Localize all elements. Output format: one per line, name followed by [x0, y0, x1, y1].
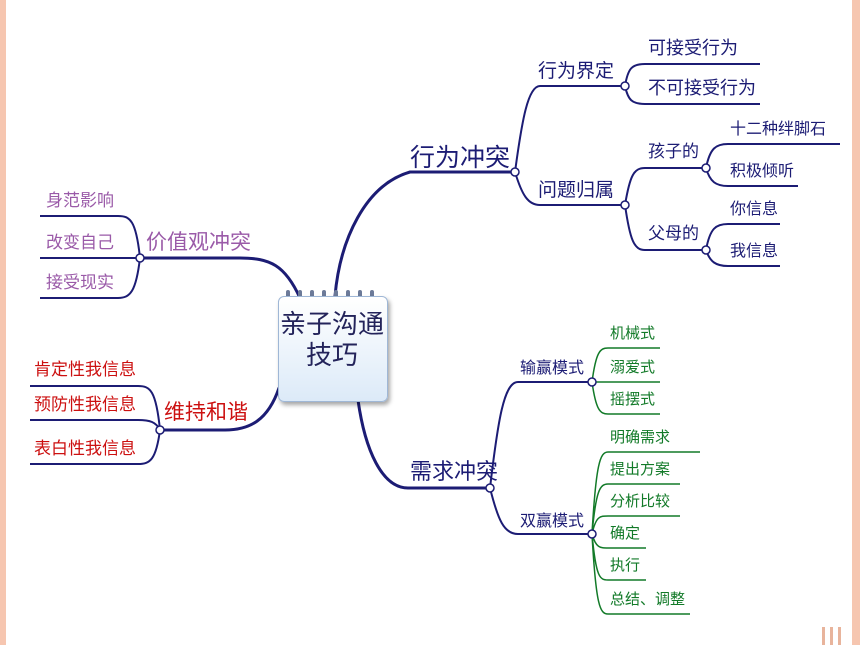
node-win-lose: 输赢模式	[520, 358, 585, 377]
leaf-affirmative-i-message: 肯定性我信息	[34, 360, 136, 380]
leaf-propose-solutions: 提出方案	[610, 460, 671, 478]
leaf-i-message: 我信息	[730, 241, 779, 260]
leaf-preventive-i-message: 预防性我信息	[34, 395, 136, 415]
leaf-you-message: 你信息	[730, 199, 779, 218]
leaf-mechanical: 机械式	[610, 324, 656, 342]
node-parent-owned: 父母的	[648, 224, 699, 244]
central-topic: 亲子沟通 技巧	[278, 310, 386, 372]
node-problem-ownership: 问题归属	[538, 179, 615, 201]
node-maintain-harmony: 维持和谐	[164, 400, 248, 424]
node-needs-conflict: 需求冲突	[410, 460, 499, 485]
leaf-role-model: 身范影响	[46, 191, 114, 211]
node-values-conflict: 价值观冲突	[146, 230, 251, 254]
central-topic-box	[278, 296, 388, 402]
leaf-review-adjust: 总结、调整	[610, 590, 686, 608]
leaf-clarify-needs: 明确需求	[610, 428, 671, 446]
leaf-decide: 确定	[610, 524, 641, 542]
leaf-active-listening: 积极倾听	[730, 161, 795, 180]
slide-frame-right	[852, 0, 860, 645]
leaf-declarative-i-message: 表白性我信息	[34, 439, 136, 459]
node-behavior-define: 行为界定	[538, 60, 615, 82]
node-win-win: 双赢模式	[520, 511, 585, 530]
leaf-spoiling: 溺爱式	[610, 358, 656, 376]
leaf-accept-reality: 接受现实	[46, 273, 114, 293]
leaf-wavering: 摇摆式	[610, 390, 656, 408]
leaf-compare: 分析比较	[610, 492, 671, 510]
node-child-owned: 孩子的	[648, 142, 699, 162]
corner-decoration	[822, 627, 846, 645]
slide-frame-left	[0, 0, 6, 645]
central-topic-line1: 亲子沟通	[279, 310, 384, 340]
leaf-twelve-roadblocks: 十二种绊脚石	[730, 119, 827, 138]
leaf-change-self: 改变自己	[46, 233, 114, 253]
leaf-unacceptable: 不可接受行为	[648, 78, 756, 99]
leaf-acceptable: 可接受行为	[648, 38, 738, 59]
leaf-execute: 执行	[610, 556, 641, 574]
central-topic-line2: 技巧	[305, 341, 358, 372]
node-behavior-conflict: 行为冲突	[410, 143, 511, 172]
notebook-spiral	[282, 290, 382, 300]
